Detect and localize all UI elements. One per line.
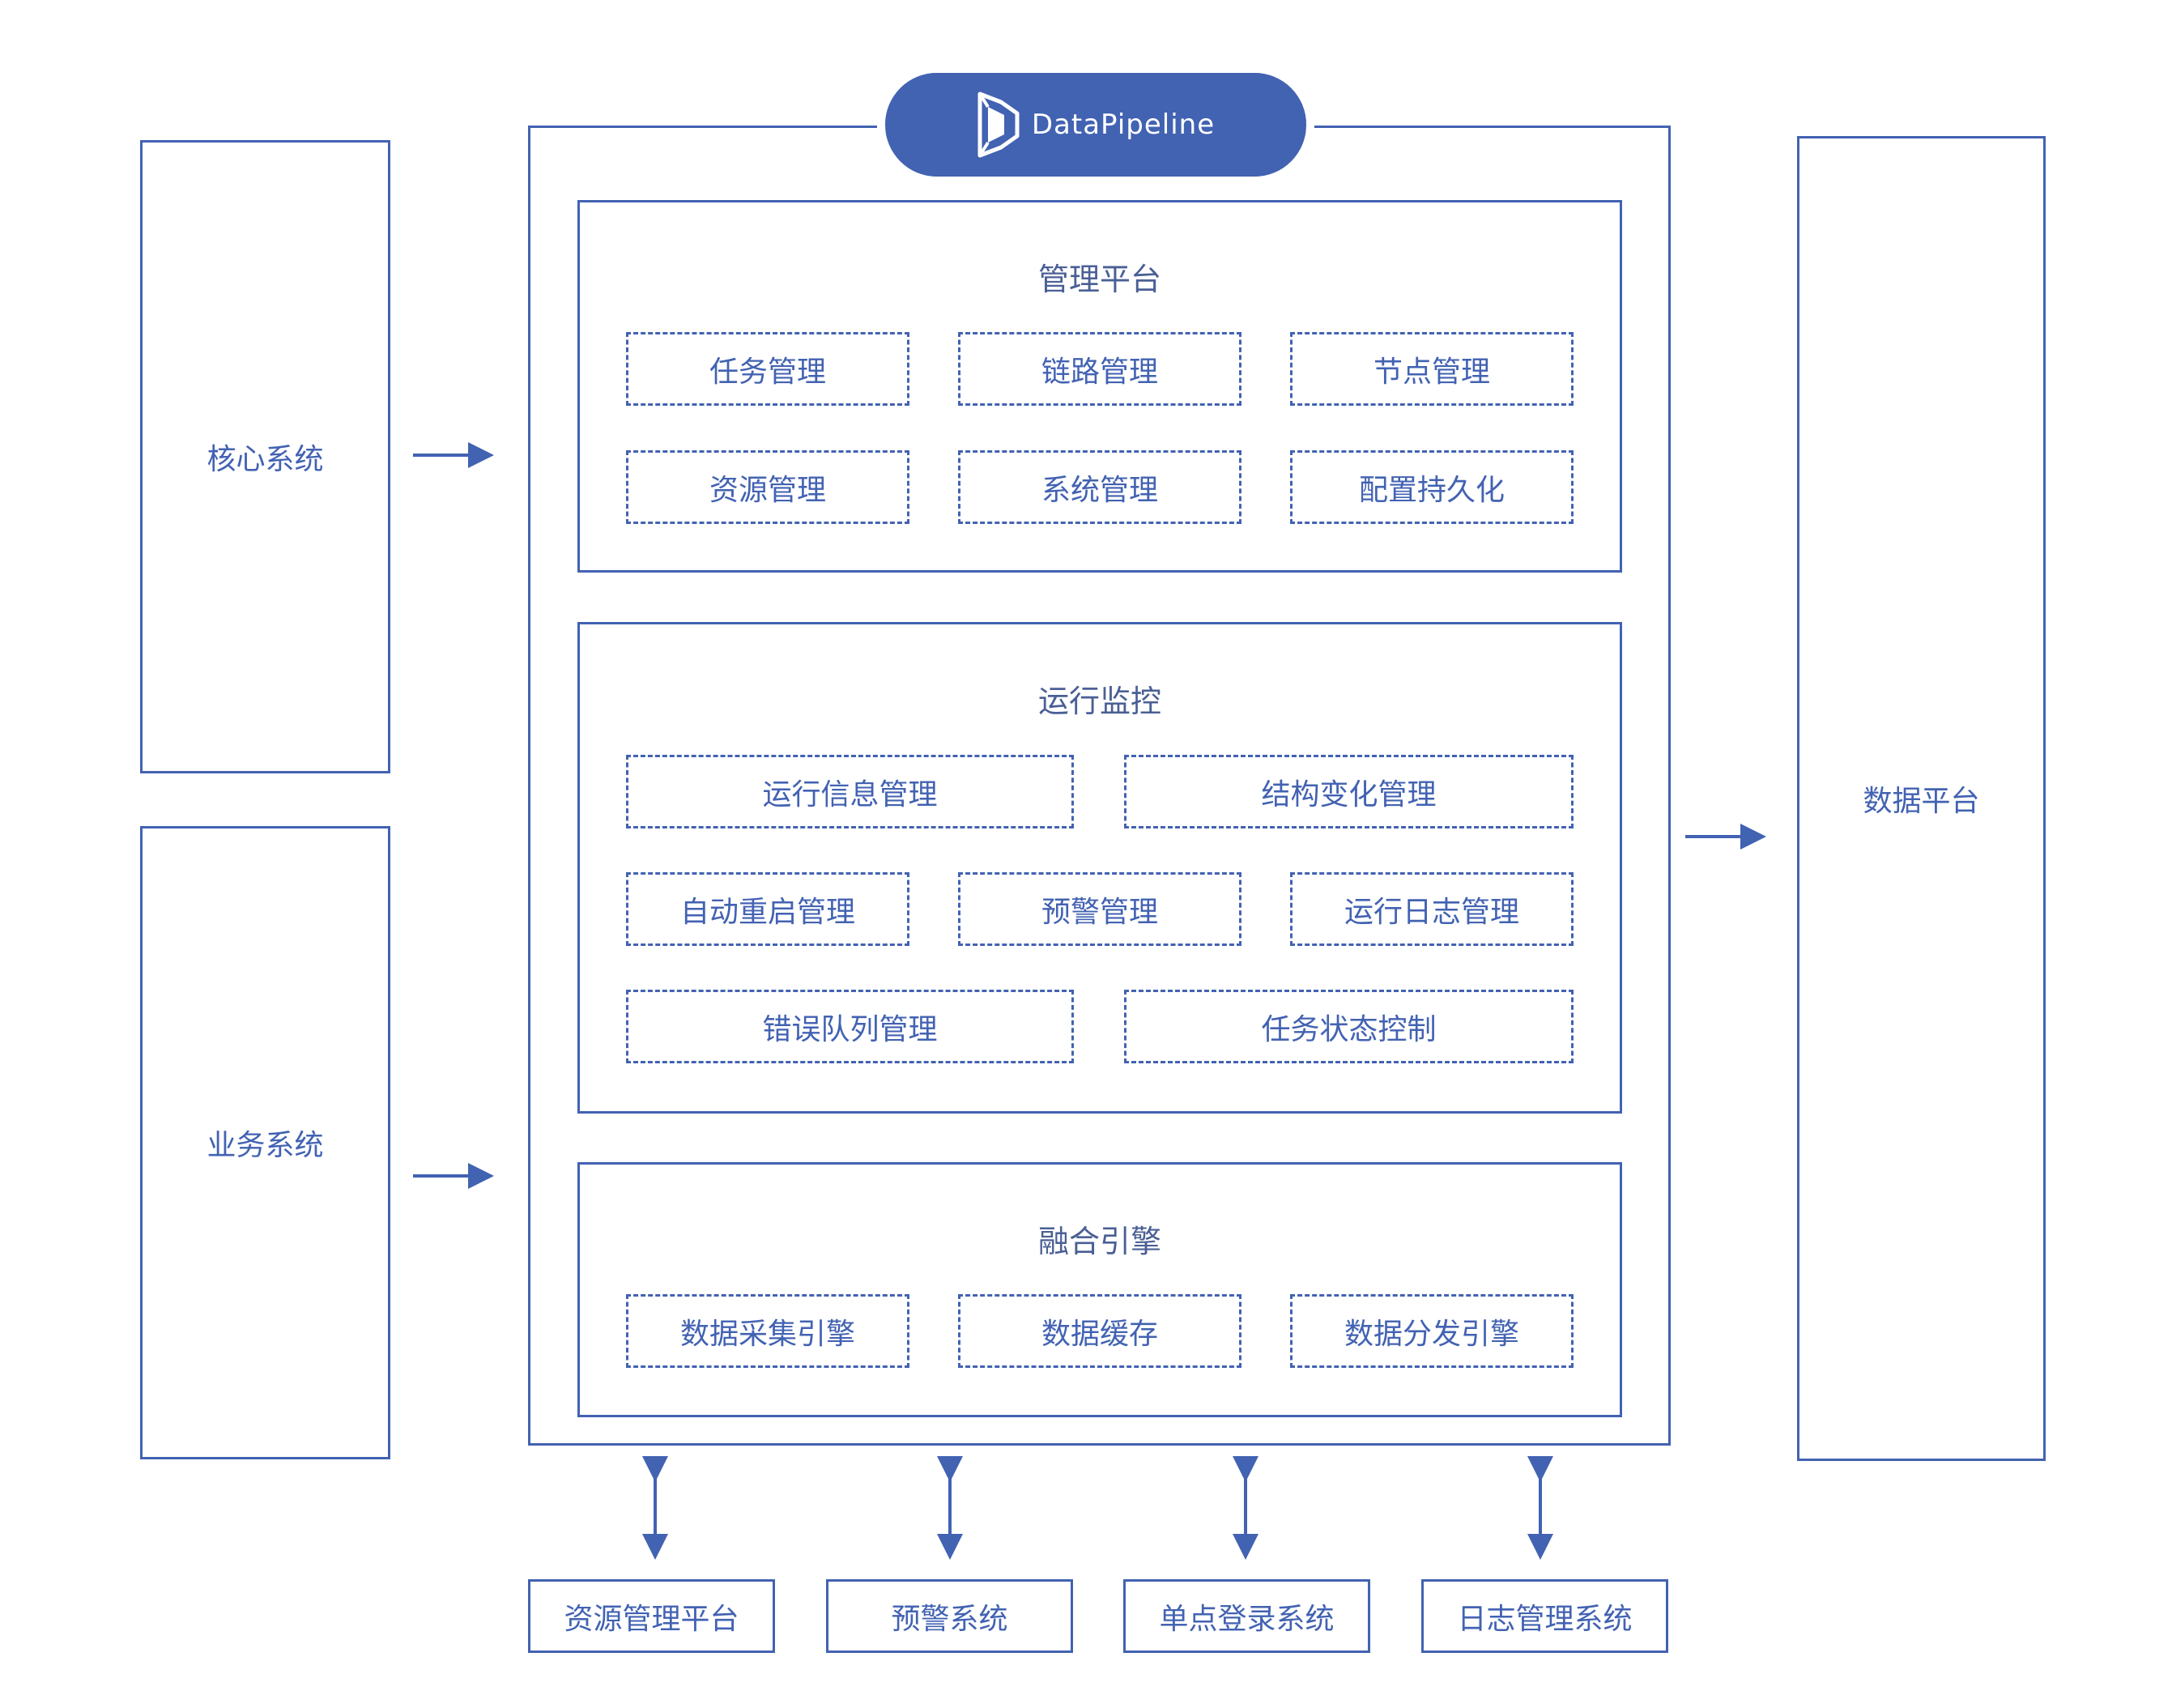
- auto-restart-management-box: 自动重启管理: [626, 872, 909, 946]
- datapipeline-logo-icon-front: [977, 92, 1020, 158]
- log-management-system-box: 日志管理系统: [1421, 1579, 1668, 1653]
- brand-pill-front: DataPipeline: [885, 73, 1306, 177]
- management-platform-section: 管理平台: [577, 200, 1622, 573]
- business-system-box: 业务系统: [140, 826, 390, 1459]
- data-platform-label: 数据平台: [1863, 785, 1980, 818]
- schema-change-management-box: 结构变化管理: [1124, 755, 1574, 828]
- core-system-box: 核心系统: [140, 140, 390, 773]
- node-management-box: 节点管理: [1290, 332, 1574, 406]
- resource-management-platform-box: 资源管理平台: [528, 1579, 775, 1653]
- alert-management-box: 预警管理: [958, 872, 1241, 946]
- fusion-engine-title: 融合引擎: [1037, 1224, 1161, 1259]
- data-collection-engine-box: 数据采集引擎: [626, 1294, 909, 1368]
- data-distribution-engine-box: 数据分发引擎: [1290, 1294, 1574, 1368]
- task-management-box: 任务管理: [626, 332, 909, 406]
- error-queue-management-box: 错误队列管理: [626, 990, 1074, 1063]
- link-management-box: 链路管理: [958, 332, 1241, 406]
- resource-management-box: 资源管理: [626, 450, 909, 524]
- runtime-monitoring-section: 运行监控: [577, 622, 1622, 1114]
- alert-system-box: 预警系统: [826, 1579, 1073, 1653]
- core-system-label: 核心系统: [207, 443, 324, 476]
- config-persistence-box: 配置持久化: [1290, 450, 1574, 524]
- data-platform-box: 数据平台: [1797, 136, 2046, 1461]
- task-state-control-box: 任务状态控制: [1124, 990, 1574, 1063]
- fusion-engine-section: 融合引擎: [577, 1162, 1622, 1417]
- system-management-box: 系统管理: [958, 450, 1241, 524]
- runtime-log-management-box: 运行日志管理: [1290, 872, 1574, 946]
- management-platform-title: 管理平台: [1037, 262, 1161, 297]
- business-system-label: 业务系统: [207, 1129, 324, 1162]
- brand-name-front: DataPipeline: [1031, 109, 1216, 141]
- data-cache-box: 数据缓存: [958, 1294, 1241, 1368]
- sso-system-box: 单点登录系统: [1123, 1579, 1370, 1653]
- runtime-info-management-box: 运行信息管理: [626, 755, 1074, 828]
- runtime-monitoring-title: 运行监控: [1037, 684, 1161, 719]
